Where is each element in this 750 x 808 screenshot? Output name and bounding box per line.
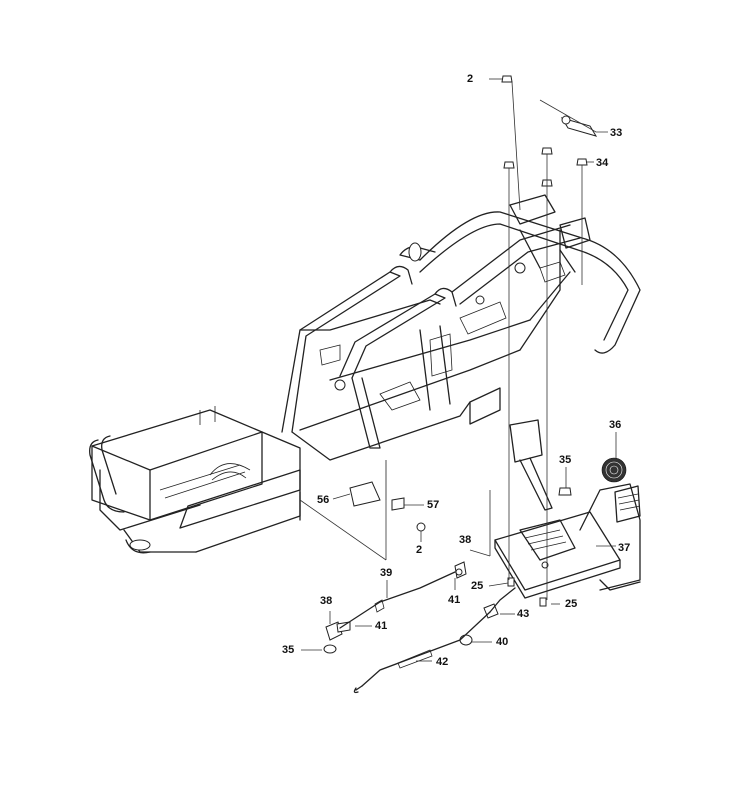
callout-33: 33 <box>610 127 623 139</box>
callout-41-left: 41 <box>375 620 388 632</box>
pedal-assembly <box>494 419 641 599</box>
hardware-parts <box>323 75 598 654</box>
callout-37: 37 <box>618 542 631 554</box>
callout-43: 43 <box>517 608 530 620</box>
callout-36: 36 <box>609 419 622 431</box>
front-hoop <box>399 194 641 354</box>
rear-bumper-assembly <box>89 406 301 554</box>
callout-38-left: 38 <box>320 595 333 607</box>
callout-57: 57 <box>427 499 440 511</box>
callout-2-bottom: 2 <box>416 544 423 556</box>
callout-41-mid: 41 <box>448 594 461 606</box>
callout-42: 42 <box>436 656 449 668</box>
callout-38-mid: 38 <box>459 534 472 546</box>
callout-2-top: 2 <box>467 73 474 85</box>
callout-35-right: 35 <box>559 454 572 466</box>
callout-35-left: 35 <box>282 644 295 656</box>
callout-34: 34 <box>596 157 609 169</box>
leader-lines <box>299 78 617 662</box>
callout-40: 40 <box>496 636 509 648</box>
callout-25-left: 25 <box>471 580 484 592</box>
callout-56: 56 <box>317 494 330 506</box>
callout-25-right: 25 <box>565 598 578 610</box>
callout-39: 39 <box>380 567 393 579</box>
cables <box>339 571 516 694</box>
main-frame <box>281 224 581 461</box>
